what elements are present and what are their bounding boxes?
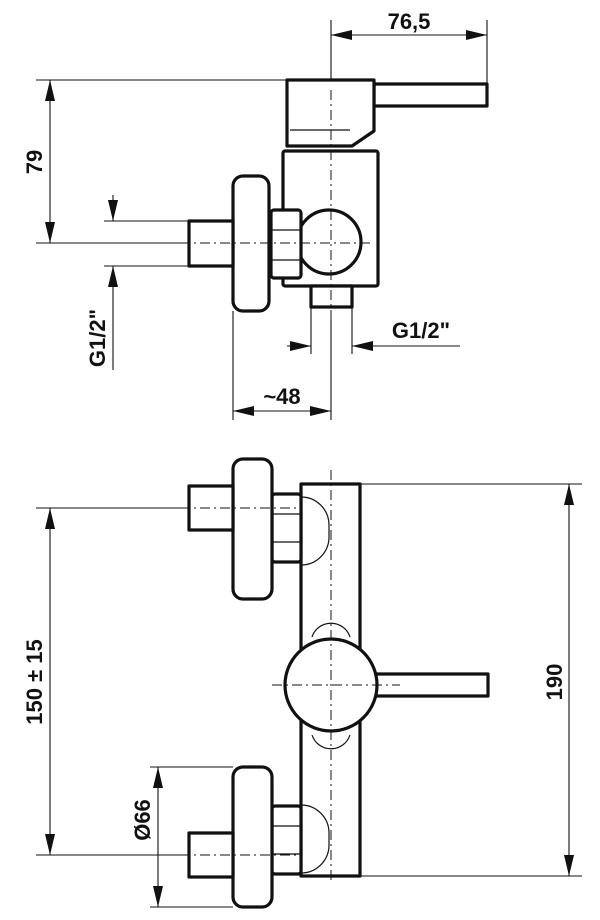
label-outlet-thread: G1/2": [392, 318, 450, 343]
dim-inlet-spacing: 150 ± 15: [22, 507, 180, 856]
dim-inlet-thread: G1/2": [85, 195, 189, 370]
dim-depth: ~48: [232, 311, 332, 420]
label-top-width: 76,5: [388, 9, 431, 34]
dim-outlet-thread: G1/2": [287, 307, 460, 354]
side-view: [180, 78, 489, 320]
side-nut: [269, 208, 303, 280]
front-lower-arc: [300, 804, 330, 874]
dim-top-height: 79: [22, 79, 287, 244]
dim-overall-height: 190: [360, 483, 582, 877]
label-inlet-thread: G1/2": [85, 309, 110, 367]
front-view: [180, 457, 490, 909]
side-outlet-bulge: [295, 208, 363, 276]
front-lower-rosette: [231, 765, 274, 909]
side-nut-lines: [271, 229, 301, 261]
front-lower-nut: [270, 804, 303, 876]
front-upper-arc: [300, 496, 330, 566]
label-flange-diameter: Ø66: [130, 799, 155, 841]
front-lower-nut-lines: [272, 825, 301, 855]
front-upper-nut-lines: [272, 513, 301, 543]
label-overall-height: 190: [542, 664, 567, 701]
dim-flange-diameter: Ø66: [130, 766, 233, 908]
front-upper-nut: [270, 492, 303, 564]
front-mid-arc-bottom: [311, 734, 351, 750]
label-depth: ~48: [263, 384, 300, 409]
front-upper-rosette: [231, 457, 274, 601]
label-top-height: 79: [22, 150, 47, 174]
label-inlet-spacing: 150 ± 15: [22, 639, 47, 724]
front-mid-arc-top: [311, 622, 351, 638]
dim-top-width: 76,5: [330, 9, 488, 84]
side-lever: [372, 82, 489, 108]
